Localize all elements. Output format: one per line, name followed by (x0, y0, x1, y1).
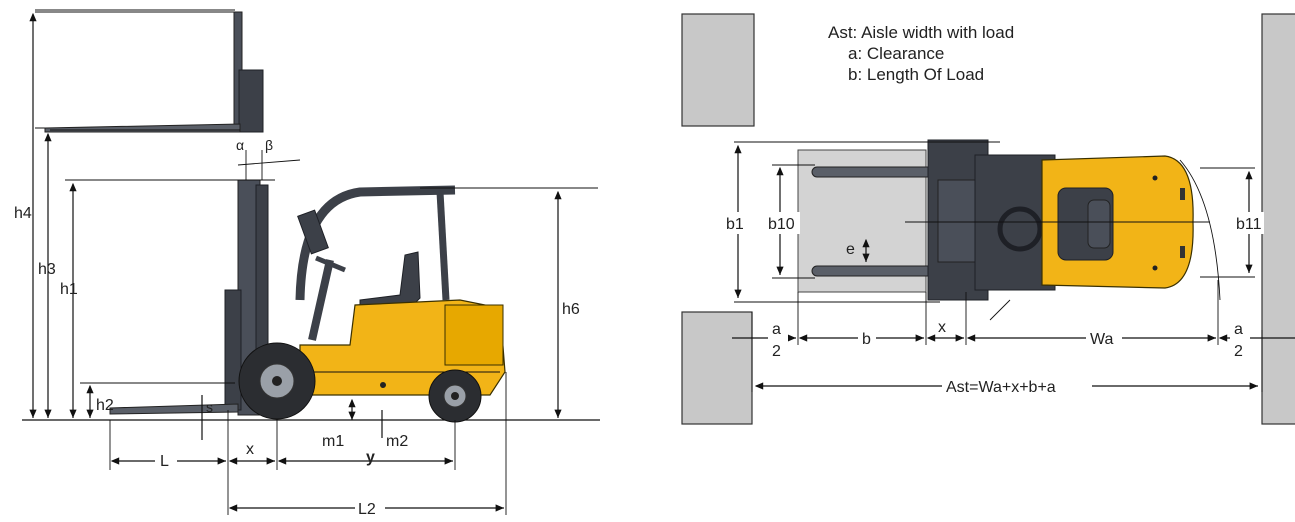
raised-load-outline (35, 11, 241, 129)
side-view: h4 h3 h1 h2 h6 s α β m1 m2 L x y L2 (14, 9, 600, 518)
body-bolt (380, 382, 386, 388)
tilt-line (237, 159, 301, 166)
rear-light-1 (1180, 188, 1185, 200)
b11-label-bg (1234, 212, 1264, 234)
Wa-label: Wa (1090, 331, 1114, 348)
body-bolt-1 (1152, 175, 1158, 181)
a-right-label: a (1234, 321, 1243, 338)
seat-back-top (1087, 199, 1111, 249)
raised-carriage (238, 69, 264, 133)
top-view: Ast: Aisle width with load a: Clearance … (681, 13, 1295, 425)
wall-right (1261, 13, 1295, 425)
x-label: x (246, 441, 254, 458)
ast-formula-label: Ast=Wa+x+b+a (946, 379, 1056, 396)
body-bolt-2 (1152, 265, 1158, 271)
L2-label-bg (355, 498, 385, 518)
turning-arc (1179, 159, 1221, 301)
carriage-top (937, 179, 979, 263)
overhead-guard (295, 185, 456, 301)
b1-label-bg (724, 212, 752, 234)
b10-label-bg (766, 212, 800, 234)
a-left-label-bg (768, 318, 788, 360)
steering-wheel-top (997, 206, 1043, 252)
wall-bottom-left (681, 311, 753, 425)
alpha-label: α (236, 137, 244, 153)
h1-label: h1 (60, 281, 78, 298)
legend-clearance: a: Clearance (848, 44, 944, 63)
a-left-label: a (772, 321, 781, 338)
wall-top-left (681, 13, 755, 127)
b1-label: b1 (726, 216, 744, 233)
front-hub (272, 376, 282, 386)
b11-label: b11 (1236, 216, 1262, 233)
two-right-label: 2 (1234, 343, 1243, 360)
L-label: L (160, 453, 169, 470)
Wa-label-bg (1086, 328, 1122, 348)
raised-fork-blade (44, 123, 241, 133)
carriage (224, 289, 242, 411)
m2-label: m2 (386, 433, 408, 450)
h2-label: h2 (96, 397, 114, 414)
h3-label: h3 (38, 261, 56, 278)
steering-wheel (315, 255, 346, 273)
beta-label: β (265, 137, 273, 153)
e-label: e (846, 241, 855, 258)
h4-label: h4 (14, 205, 32, 222)
s-label: s (206, 399, 213, 415)
guard-rear-post (436, 191, 450, 301)
y-label: y (366, 449, 375, 466)
fork-right (811, 265, 943, 277)
L-label-bg (155, 450, 177, 470)
x-top-label: x (938, 319, 946, 336)
fork-left (811, 166, 943, 178)
fork-blade (109, 403, 239, 415)
steering-column (308, 259, 334, 341)
rear-light-2 (1180, 246, 1185, 258)
m1-label: m1 (322, 433, 344, 450)
guard-light (297, 209, 329, 255)
b-label-bg (858, 328, 876, 348)
L2-label: L2 (358, 501, 376, 518)
legend-ast: Ast: Aisle width with load (828, 23, 1014, 42)
b10-label: b10 (768, 216, 795, 233)
counterweight (444, 304, 504, 366)
b-label: b (862, 331, 871, 348)
h6-label: h6 (562, 301, 580, 318)
pivot-mark (989, 299, 1011, 321)
ast-label-bg (942, 375, 1092, 397)
legend-load-length: b: Length Of Load (848, 65, 984, 84)
rear-hub (451, 392, 459, 400)
a-right-label-bg (1230, 318, 1250, 360)
two-left-label: 2 (772, 343, 781, 360)
operator-seat (359, 251, 421, 311)
